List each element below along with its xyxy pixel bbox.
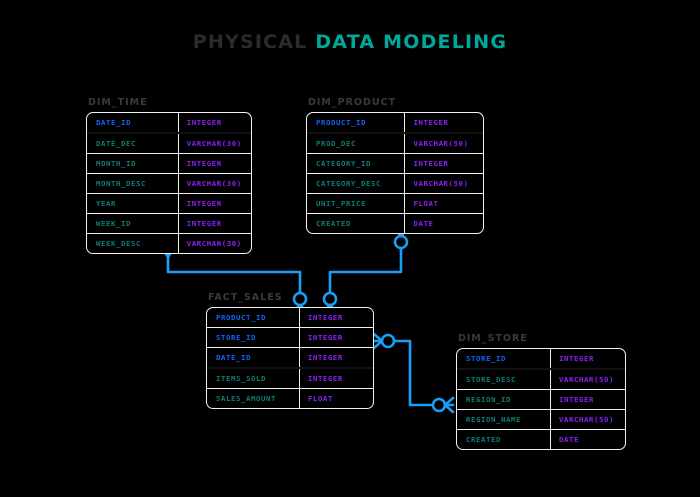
column-row[interactable]: WEEK_ID INTEGER [87, 213, 251, 233]
column-name: PROD_DEC [316, 139, 356, 148]
column-name: UNIT_PRICE [316, 199, 366, 208]
entity-fact-sales: FACT_SALES PRODUCT_ID INTEGER STORE_ID INTEG… [206, 292, 374, 409]
column-datatype: FLOAT [298, 389, 373, 408]
column-row[interactable]: CREATED DATE [307, 213, 483, 233]
entity-label: DIM_STORE [458, 333, 528, 344]
column-datatype: VARCHAR(50) [404, 134, 483, 153]
entity-label: FACT_SALES [208, 292, 283, 303]
column-row[interactable]: CREATED DATE [457, 429, 625, 449]
column-name: STORE_DESC [466, 375, 516, 384]
entity-columns: PRODUCT_ID INTEGER STORE_ID INTEGER DATE_ID I… [206, 307, 374, 409]
entity-dim-time: DIM_TIME DATE_ID INTEGER DATE_DEC VARCHAR(30… [86, 97, 252, 254]
column-name: SALES_AMOUNT [216, 394, 276, 403]
column-row[interactable]: DATE_DEC VARCHAR(30) [87, 132, 251, 153]
column-datatype: INTEGER [298, 348, 373, 367]
page-title: PHYSICAL DATA MODELING [0, 31, 700, 53]
entity-dim-product: DIM_PRODUCT PRODUCT_ID INTEGER PROD_DEC VARC… [306, 97, 484, 234]
column-datatype: VARCHAR(50) [404, 174, 483, 193]
column-name: YEAR [96, 199, 116, 208]
column-datatype: VARCHAR(50) [550, 410, 625, 429]
column-row[interactable]: MONTH_DESC VARCHAR(30) [87, 173, 251, 193]
column-name: CATEGORY_ID [316, 159, 371, 168]
column-name: MONTH_DESC [96, 179, 146, 188]
column-name: CREATED [466, 435, 501, 444]
column-datatype: VARCHAR(50) [550, 370, 625, 389]
column-datatype: DATE [404, 214, 483, 233]
column-datatype: INTEGER [177, 113, 251, 132]
column-datatype: VARCHAR(30) [177, 234, 251, 253]
column-row[interactable]: SALES_AMOUNT FLOAT [207, 388, 373, 408]
column-row[interactable]: DATE_ID INTEGER [207, 347, 373, 367]
column-name: REGION_NAME [466, 415, 521, 424]
column-row[interactable]: CATEGORY_DESC VARCHAR(50) [307, 173, 483, 193]
column-datatype: INTEGER [298, 369, 373, 388]
column-row[interactable]: YEAR INTEGER [87, 193, 251, 213]
column-datatype: INTEGER [177, 214, 251, 233]
column-row[interactable]: REGION_ID INTEGER [457, 389, 625, 409]
column-row[interactable]: STORE_ID INTEGER [207, 327, 373, 347]
column-row[interactable]: DATE_ID INTEGER [87, 113, 251, 132]
column-datatype: INTEGER [404, 113, 483, 132]
page-title-part-physical: PHYSICAL [192, 31, 316, 53]
column-name: MONTH_ID [96, 159, 136, 168]
column-datatype: VARCHAR(30) [177, 174, 251, 193]
column-name: DATE_DEC [96, 139, 136, 148]
column-row[interactable]: WEEK_DESC VARCHAR(30) [87, 233, 251, 253]
column-datatype: DATE [550, 430, 625, 449]
primary-key-column-name: STORE_ID [216, 333, 256, 342]
column-datatype: INTEGER [177, 154, 251, 173]
column-row[interactable]: PRODUCT_ID INTEGER [207, 308, 373, 327]
column-row[interactable]: STORE_DESC VARCHAR(50) [457, 368, 625, 389]
column-row[interactable]: MONTH_ID INTEGER [87, 153, 251, 173]
primary-key-column-name: STORE_ID [466, 354, 506, 363]
column-row[interactable]: ITEMS_SOLD INTEGER [207, 367, 373, 388]
column-datatype: INTEGER [298, 328, 373, 347]
column-datatype: INTEGER [550, 390, 625, 409]
primary-key-column-name: PRODUCT_ID [316, 118, 366, 127]
connector-fact-sales-dim-store [372, 332, 455, 414]
column-name: WEEK_DESC [96, 239, 141, 248]
column-name: REGION_ID [466, 395, 511, 404]
column-name: CATEGORY_DESC [316, 179, 381, 188]
entity-dim-store: DIM_STORE STORE_ID INTEGER STORE_DESC VARCHA… [456, 333, 626, 450]
primary-key-column-name: DATE_ID [96, 118, 131, 127]
column-datatype: INTEGER [404, 154, 483, 173]
column-row[interactable]: STORE_ID INTEGER [457, 349, 625, 368]
entity-label: DIM_PRODUCT [308, 97, 397, 108]
column-row[interactable]: REGION_NAME VARCHAR(50) [457, 409, 625, 429]
column-row[interactable]: PROD_DEC VARCHAR(50) [307, 132, 483, 153]
column-row[interactable]: CATEGORY_ID INTEGER [307, 153, 483, 173]
primary-key-column-name: PRODUCT_ID [216, 313, 266, 322]
column-name: CREATED [316, 219, 351, 228]
page-title-part-data-modeling: DATA MODELING [315, 31, 508, 53]
column-datatype: INTEGER [550, 349, 625, 368]
column-name: WEEK_ID [96, 219, 131, 228]
column-datatype: INTEGER [177, 194, 251, 213]
column-datatype: VARCHAR(30) [177, 134, 251, 153]
primary-key-column-name: DATE_ID [216, 353, 251, 362]
column-row[interactable]: PRODUCT_ID INTEGER [307, 113, 483, 132]
column-datatype: FLOAT [404, 194, 483, 213]
entity-label: DIM_TIME [88, 97, 148, 108]
column-row[interactable]: UNIT_PRICE FLOAT [307, 193, 483, 213]
column-datatype: INTEGER [298, 308, 373, 327]
column-name: ITEMS_SOLD [216, 374, 266, 383]
